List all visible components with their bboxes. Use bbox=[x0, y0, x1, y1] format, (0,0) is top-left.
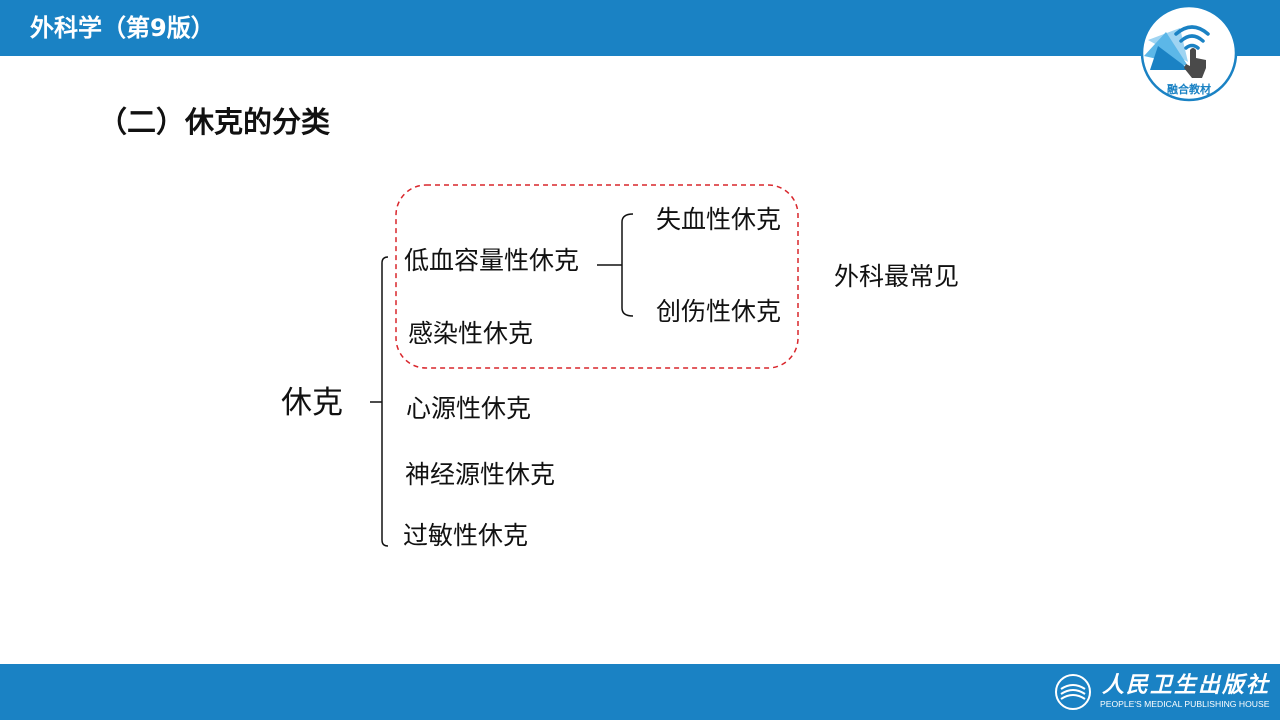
publisher-name-en: PEOPLE'S MEDICAL PUBLISHING HOUSE bbox=[1100, 699, 1270, 709]
sub-bracket bbox=[597, 213, 634, 317]
highlight-box bbox=[395, 184, 799, 369]
node-septic: 感染性休克 bbox=[408, 319, 534, 348]
section-title: （二）休克的分类 bbox=[98, 105, 331, 139]
publisher-name: 人民卫生出版社 bbox=[1102, 672, 1271, 698]
node-hypovolemic: 低血容量性休克 bbox=[404, 246, 580, 275]
badge-label: 融合教材 bbox=[1167, 82, 1211, 96]
node-hemorrhagic: 失血性休克 bbox=[656, 205, 782, 234]
highlight-note: 外科最常见 bbox=[834, 262, 960, 291]
node-neurogenic: 神经源性休克 bbox=[405, 460, 556, 489]
main-bracket bbox=[370, 256, 389, 547]
node-anaphylactic: 过敏性休克 bbox=[403, 521, 529, 550]
node-traumatic: 创伤性休克 bbox=[656, 297, 782, 326]
header-bar bbox=[0, 0, 1280, 56]
publisher-logo-icon bbox=[1055, 674, 1091, 710]
node-root: 休克 bbox=[281, 385, 343, 421]
touch-wifi-icon: 融合教材 bbox=[1140, 4, 1238, 102]
book-title: 外科学（第9版） bbox=[30, 14, 215, 42]
node-cardiogenic: 心源性休克 bbox=[406, 394, 532, 423]
